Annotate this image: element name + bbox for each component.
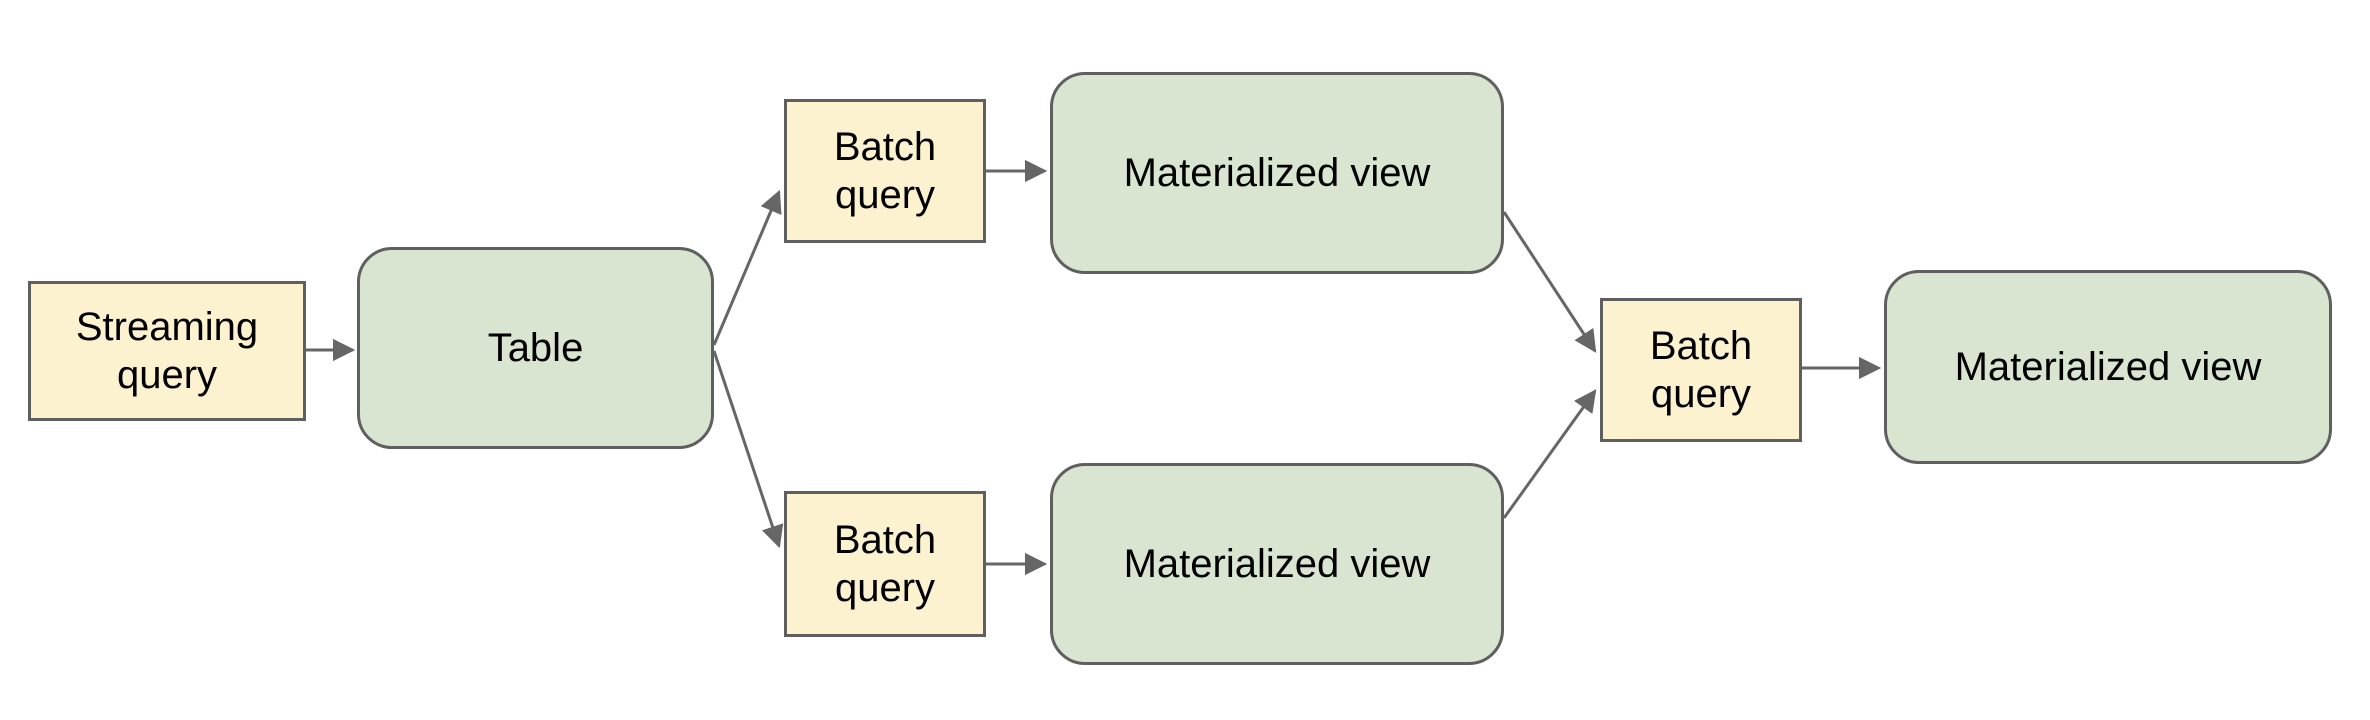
edge-table-to-batch-query-bottom xyxy=(712,350,784,549)
node-table: Table xyxy=(357,247,714,449)
node-label: Materialized view xyxy=(1954,345,2262,389)
node-label: Materialized view xyxy=(1123,542,1431,586)
node-label: Batch query xyxy=(833,125,937,217)
edge-materialized-view-top-to-batch-query-right xyxy=(1502,211,1597,353)
node-streaming-query: Streaming query xyxy=(28,281,306,421)
node-batch-query-top: Batch query xyxy=(784,99,986,243)
node-label: Table xyxy=(487,326,584,370)
node-label: Streaming query xyxy=(75,305,259,397)
node-batch-query-bottom: Batch query xyxy=(784,491,986,637)
node-batch-query-right: Batch query xyxy=(1600,298,1802,442)
node-label: Materialized view xyxy=(1123,151,1431,195)
node-materialized-view-top: Materialized view xyxy=(1050,72,1504,274)
node-label: Batch query xyxy=(1649,324,1753,416)
edge-materialized-view-bottom-to-batch-query-right xyxy=(1502,389,1597,519)
node-materialized-view-right: Materialized view xyxy=(1884,270,2332,464)
edge-table-to-batch-query-top xyxy=(712,189,782,346)
node-materialized-view-bottom: Materialized view xyxy=(1050,463,1504,665)
node-label: Batch query xyxy=(833,518,937,610)
